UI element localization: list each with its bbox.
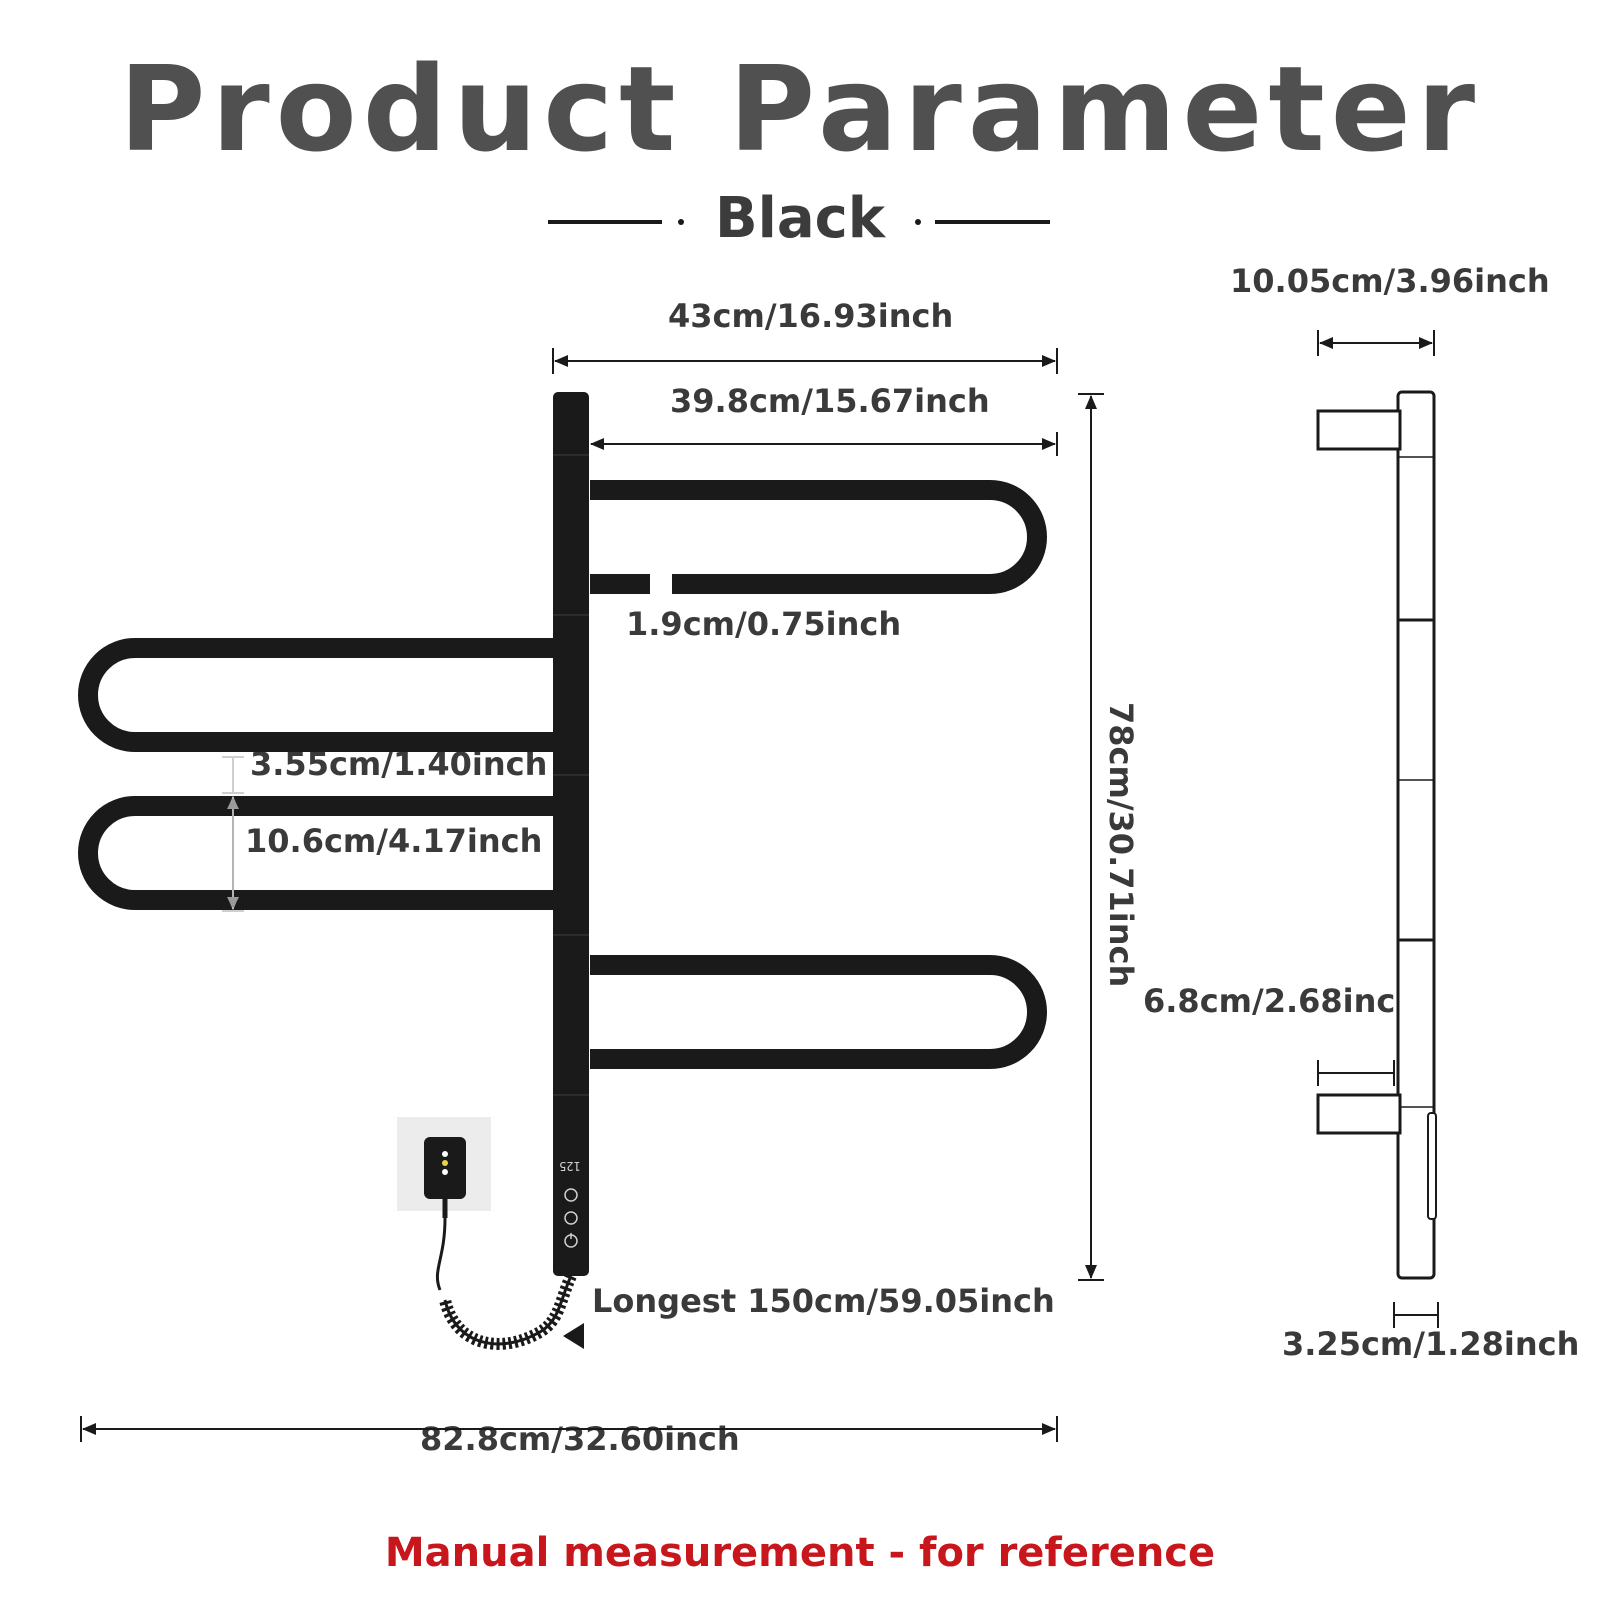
tube-gap-marker bbox=[651, 576, 669, 592]
dim-height bbox=[1078, 393, 1104, 1281]
page-title: Product Parameter bbox=[118, 40, 1482, 178]
column-joints bbox=[553, 454, 589, 1096]
dim-arm-length bbox=[590, 432, 1058, 456]
footer-note: Manual measurement - for reference bbox=[384, 1530, 1216, 1576]
arm-length-label: 39.8cm/15.67inch bbox=[670, 382, 990, 420]
heat-icon bbox=[564, 1211, 578, 1225]
dim-total-width bbox=[80, 1416, 1058, 1442]
dim-loop-height bbox=[222, 796, 244, 912]
upper-right-arm bbox=[590, 480, 1047, 594]
main-column bbox=[553, 392, 589, 1276]
dim-column-width bbox=[1393, 1302, 1439, 1328]
coiled-cord bbox=[435, 1217, 577, 1350]
lower-left-arm bbox=[78, 796, 555, 910]
cord-length-label: Longest 150cm/59.05inch bbox=[592, 1282, 1055, 1320]
control-panel: 125 bbox=[559, 1159, 581, 1248]
total-width-right-label: 43cm/16.93inch bbox=[668, 297, 954, 335]
timer-icon bbox=[564, 1188, 578, 1202]
title-rules bbox=[548, 219, 1050, 225]
loop-height-label: 10.6cm/4.17inch bbox=[245, 822, 543, 860]
side-depth-label: 10.05cm/3.96inch bbox=[1230, 262, 1550, 300]
side-view bbox=[1316, 390, 1437, 1280]
tube-gap-label: 1.9cm/0.75inch bbox=[626, 605, 902, 643]
lower-right-arm bbox=[590, 955, 1047, 1069]
cord-pointer-arrow bbox=[563, 1323, 584, 1349]
dim-arm-spacing bbox=[222, 756, 244, 794]
column-width-label: 3.25cm/1.28inch bbox=[1282, 1325, 1580, 1363]
upper-left-arm bbox=[78, 638, 555, 752]
display-reading: 125 bbox=[559, 1159, 581, 1173]
wall-plug bbox=[397, 1117, 491, 1218]
dim-bracket-depth bbox=[1317, 1060, 1395, 1086]
color-label: Black bbox=[714, 186, 886, 251]
dim-side-depth bbox=[1317, 330, 1435, 356]
bracket-depth-label: 6.8cm/2.68inch bbox=[1143, 982, 1419, 1020]
dim-total-width-right bbox=[552, 348, 1058, 374]
